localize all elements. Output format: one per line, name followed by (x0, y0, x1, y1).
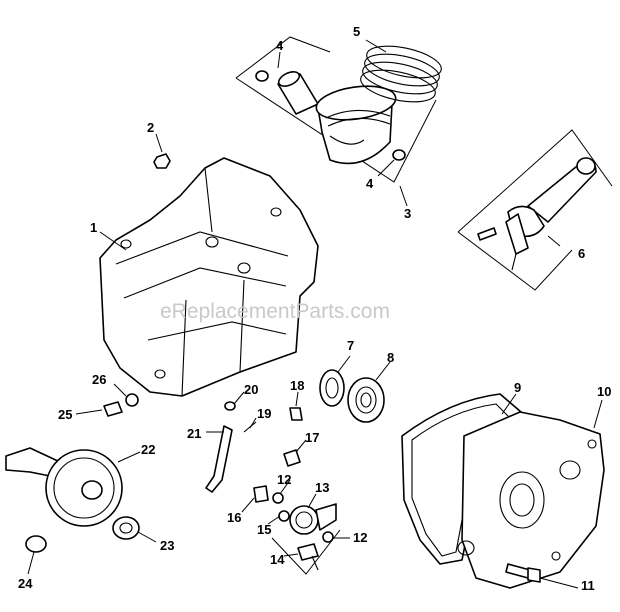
callout-10[interactable]: 10 (597, 384, 611, 399)
camshaft-washer[interactable] (25, 535, 47, 553)
callout-14[interactable]: 14 (270, 552, 285, 567)
grommet[interactable] (224, 401, 236, 411)
nut[interactable] (153, 153, 171, 169)
callout-15[interactable]: 15 (257, 522, 271, 537)
callout-17[interactable]: 17 (305, 430, 319, 445)
callout-12-lower[interactable]: 12 (353, 530, 367, 545)
washer-upper[interactable] (272, 492, 284, 504)
callout-3[interactable]: 3 (404, 206, 411, 221)
bolt[interactable] (505, 563, 541, 583)
leader-lines (27, 39, 603, 589)
cam-shim[interactable] (112, 516, 140, 540)
callout-2[interactable]: 2 (147, 120, 154, 135)
governor-cross-shaft[interactable] (205, 425, 233, 493)
crankcase[interactable] (99, 157, 319, 397)
callout-4-lower[interactable]: 4 (366, 176, 374, 191)
callout-25[interactable]: 25 (58, 407, 72, 422)
shaft-bushing[interactable] (253, 485, 269, 503)
callout-21[interactable]: 21 (187, 426, 201, 441)
callout-8[interactable]: 8 (387, 350, 394, 365)
governor-gear-assembly[interactable] (289, 503, 337, 535)
retaining-ring[interactable] (278, 510, 290, 522)
camshaft[interactable] (5, 447, 123, 527)
watermark: eReplacementParts.com (160, 300, 390, 323)
drain-plug[interactable] (103, 401, 123, 417)
callout-7[interactable]: 7 (347, 338, 354, 353)
piston-assembly-group (235, 36, 444, 183)
rod-cap[interactable] (505, 213, 529, 255)
callout-5[interactable]: 5 (353, 24, 360, 39)
dowel-pin[interactable] (283, 449, 301, 467)
callout-23[interactable]: 23 (160, 538, 174, 553)
callout-11[interactable]: 11 (581, 578, 595, 593)
spacer[interactable] (289, 407, 303, 421)
piston-ring-set[interactable] (358, 40, 444, 107)
callout-1[interactable]: 1 (90, 220, 97, 235)
callout-9[interactable]: 9 (514, 380, 521, 395)
callout-12-upper[interactable]: 12 (277, 472, 291, 487)
callout-24[interactable]: 24 (18, 576, 33, 591)
callout-13[interactable]: 13 (315, 480, 329, 495)
callout-26[interactable]: 26 (92, 372, 106, 387)
piston-pin-retainer-left[interactable] (255, 70, 269, 82)
rod-bolt[interactable] (477, 227, 497, 241)
governor-spool[interactable] (297, 543, 319, 571)
callout-4-upper[interactable]: 4 (276, 38, 284, 53)
callout-6[interactable]: 6 (578, 246, 585, 261)
callout-20[interactable]: 20 (244, 382, 258, 397)
drain-plug-gasket[interactable] (125, 393, 139, 407)
closure-plate[interactable] (457, 411, 605, 589)
washer-lower[interactable] (322, 531, 334, 543)
piston-pin-retainer-right[interactable] (392, 149, 406, 161)
connecting-rod-group (457, 129, 613, 291)
oil-seal[interactable] (319, 369, 345, 407)
callout-labels: 1 2 3 4 4 5 6 7 8 9 10 11 12 12 13 14 15… (18, 24, 611, 593)
ball-bearing[interactable] (347, 377, 385, 423)
callout-18[interactable]: 18 (290, 378, 304, 393)
callout-16[interactable]: 16 (227, 510, 241, 525)
governor-pin[interactable] (243, 421, 257, 433)
callout-19[interactable]: 19 (257, 406, 271, 421)
callout-22[interactable]: 22 (141, 442, 155, 457)
